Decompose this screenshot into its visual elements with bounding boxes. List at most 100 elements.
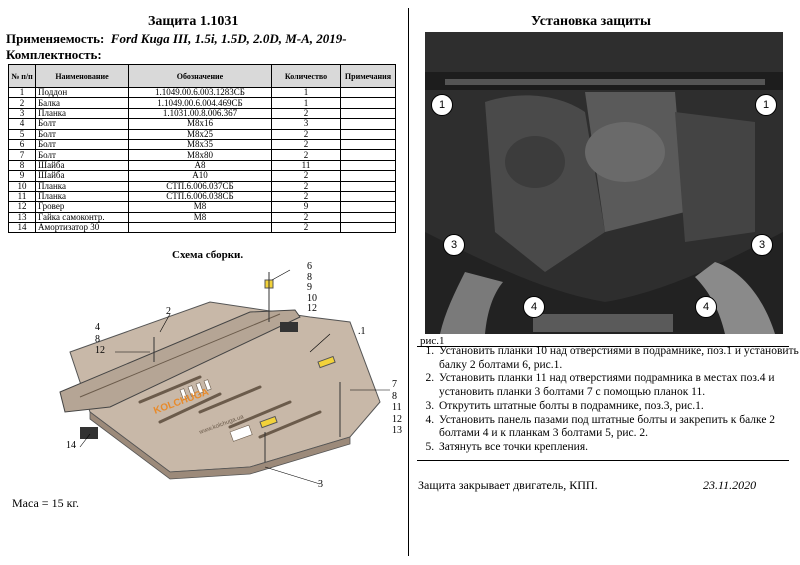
install-title: Установка защиты — [531, 14, 651, 29]
cell-name: Болт — [35, 149, 129, 161]
label-4: 4 — [95, 322, 100, 333]
label-8: 8 — [307, 271, 312, 283]
cell-quantity: 2 — [271, 128, 341, 140]
cell-name: Болт — [35, 138, 129, 151]
col-designation: Обозначение — [128, 64, 272, 88]
cell-quantity: 2 — [271, 180, 341, 192]
cell-designation: 1.1049.00.6.003.1283СБ — [128, 86, 272, 99]
cell-notes — [340, 211, 396, 224]
callout-1-left: 1 — [431, 94, 453, 116]
cell-name: Амортизатор 30 — [35, 222, 129, 234]
applicability-label: Применяемость: — [6, 31, 105, 46]
cell-notes — [340, 107, 396, 120]
install-steps: Установить планки 10 над отверстиями в п… — [417, 345, 800, 455]
cell-name: Гровер — [35, 201, 129, 213]
cell-name: Гайка самоконтр. — [35, 211, 129, 224]
skid-plate-edge — [89, 411, 351, 480]
cell-number: 2 — [8, 97, 36, 109]
vent-holes — [179, 379, 253, 442]
cell-number: 14 — [8, 222, 36, 234]
parts-table: № п/п Наименование Обозначение Количеств… — [8, 64, 396, 234]
label-12: 12 — [95, 345, 105, 356]
cell-quantity: 1 — [271, 86, 341, 99]
cell-notes — [340, 190, 396, 203]
callout-3-right: 3 — [751, 234, 773, 256]
bracket-part — [80, 427, 98, 439]
cell-notes — [340, 222, 396, 234]
install-step: Установить панель пазами под штатные бол… — [437, 414, 800, 441]
mass-label: Маса = 15 кг. — [12, 496, 79, 510]
label-group-left: 4 8 12 — [95, 322, 105, 357]
plate-slots — [138, 375, 322, 439]
cell-notes — [340, 97, 396, 109]
col-quantity: Количество — [271, 64, 341, 88]
label-11: 11 — [392, 402, 402, 413]
spec-title: Защита 1.1031 — [148, 14, 239, 29]
cell-number: 11 — [8, 190, 36, 203]
cell-number: 4 — [8, 118, 36, 130]
label-1: .1 — [358, 326, 366, 337]
cell-designation: А8 — [128, 159, 272, 172]
cell-designation: М8 — [128, 201, 272, 213]
cell-name: Болт — [35, 128, 129, 140]
scheme-title: Схема сборки. — [172, 249, 244, 261]
label-13: 13 — [392, 425, 402, 436]
applicability: Применяемость: Ford Kuga III, 1.5i, 1.5D… — [6, 31, 347, 47]
cell-quantity: 2 — [271, 138, 341, 151]
cell-notes — [340, 159, 396, 172]
label-7: 7 — [392, 379, 397, 390]
cell-designation: М8х16 — [128, 118, 272, 130]
callout-4-right: 4 — [695, 296, 717, 318]
cell-designation: М8х35 — [128, 138, 272, 151]
cell-quantity: 2 — [271, 170, 341, 182]
label-8: 8 — [95, 333, 100, 345]
applicability-value: Ford Kuga III, 1.5i, 1.5D, 2.0D, M-A, 20… — [110, 31, 347, 46]
cell-quantity: 2 — [271, 149, 341, 161]
cell-designation: СТП.6.006.037СБ — [128, 180, 272, 192]
col-name: Наименование — [35, 64, 129, 88]
cell-quantity: 2 — [271, 222, 341, 234]
cell-designation: М8х80 — [128, 149, 272, 161]
cell-number: 8 — [8, 159, 36, 172]
cell-designation: 1.1049.00.6.004.469СБ — [128, 97, 272, 109]
cell-designation: СТП.6.006.038СБ — [128, 190, 272, 203]
cell-name: Шайба — [35, 170, 129, 182]
col-number: № п/п — [8, 64, 36, 88]
cell-quantity: 2 — [271, 211, 341, 224]
cell-notes — [340, 86, 396, 99]
parts-table-header: № п/п Наименование Обозначение Количеств… — [8, 64, 396, 88]
cell-quantity: 1 — [271, 97, 341, 109]
cell-number: 3 — [8, 107, 36, 120]
cell-quantity: 9 — [271, 201, 341, 213]
cell-name: Планка — [35, 180, 129, 192]
label-group-right: 7 8 11 12 13 — [392, 379, 402, 437]
cell-quantity: 11 — [271, 159, 341, 172]
cell-name: Поддон — [35, 86, 129, 99]
strip-plate — [317, 355, 336, 369]
cell-name: Балка — [35, 97, 129, 109]
cell-notes — [340, 128, 396, 140]
label-6: 6 — [307, 261, 312, 272]
steps-bottom-rule — [417, 460, 789, 461]
cell-designation: 1.1031.00.8.006.367 — [128, 107, 272, 120]
bracket-part — [280, 322, 298, 332]
label-2: 2 — [166, 306, 171, 317]
cell-notes — [340, 180, 396, 192]
label-group-top-right: 6 8 9 10 12 — [307, 261, 319, 315]
label-3: 3 — [318, 479, 323, 490]
install-step: Установить планки 11 над отверстиями под… — [437, 372, 800, 399]
install-step: Затянуть все точки крепления. — [437, 441, 800, 455]
label-8: 8 — [392, 390, 397, 402]
steps-top-rule — [417, 346, 789, 347]
cell-number: 1 — [8, 86, 36, 99]
assembly-scheme: KOLCHUGA www.kolchuga.ua — [59, 269, 390, 485]
cell-designation: М8х25 — [128, 128, 272, 140]
label-9: 9 — [307, 282, 312, 293]
installation-photo: 1 1 3 3 4 4 — [425, 32, 783, 334]
